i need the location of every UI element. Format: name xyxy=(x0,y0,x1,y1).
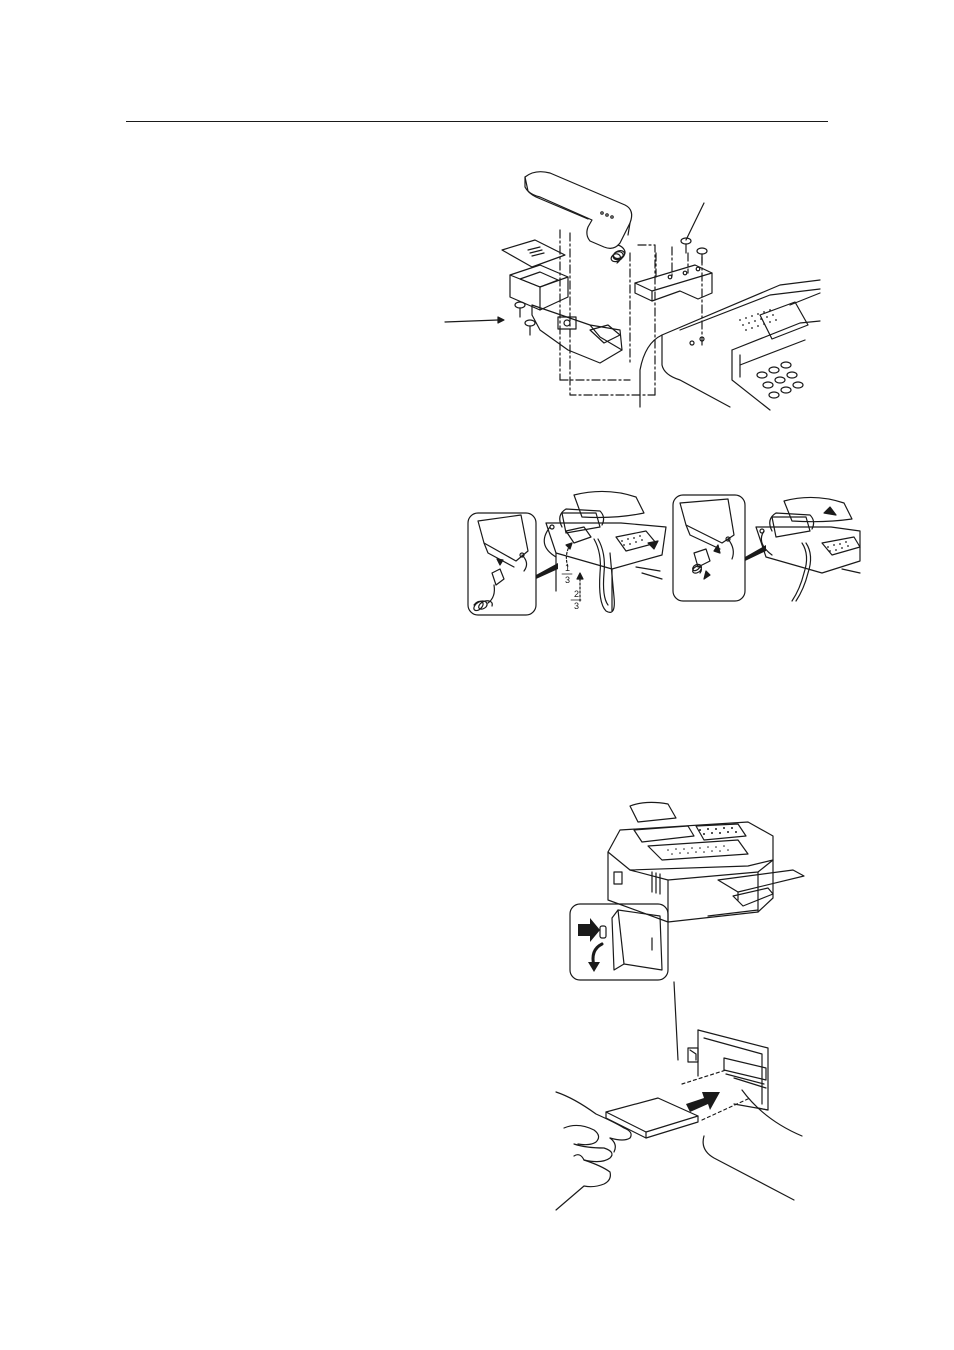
machine-edge-line-2 xyxy=(742,1090,802,1136)
svg-text:3: 3 xyxy=(565,575,570,585)
cord-machine-view-2 xyxy=(756,497,860,601)
handset-drawing xyxy=(525,172,632,263)
cord-machine-view-1 xyxy=(544,491,666,612)
svg-text:1: 1 xyxy=(565,563,570,573)
screw-right-2 xyxy=(697,248,707,263)
svg-text:2: 2 xyxy=(574,589,579,599)
cover-plate-drawing xyxy=(502,240,565,267)
svg-text:3: 3 xyxy=(574,601,579,611)
cradle-base-drawing xyxy=(510,265,622,363)
fax-side-cover-figure xyxy=(568,800,808,982)
insert-arrow xyxy=(686,1092,720,1112)
push-arrow xyxy=(578,918,600,942)
header-rule xyxy=(126,121,828,122)
leader-line-left xyxy=(445,320,498,322)
inset-pointer-1 xyxy=(536,563,558,579)
fraction-one-third: 1 3 xyxy=(562,563,572,585)
mounting-bracket-drawing xyxy=(635,265,712,301)
machine-edge-line xyxy=(703,1136,794,1200)
cord-inset-panel-1 xyxy=(468,513,536,615)
memory-card-drawing xyxy=(606,1098,698,1138)
screw-left-2 xyxy=(525,320,535,335)
side-cover-inset xyxy=(570,904,668,980)
hand-drawing xyxy=(556,1092,631,1210)
cord-inset-panel-2 xyxy=(673,495,745,601)
leader-arrow-left xyxy=(498,317,504,323)
guide-lines-left xyxy=(560,230,655,395)
fax-machine-corner-drawing xyxy=(640,280,820,410)
machine-side-panel xyxy=(674,982,768,1110)
leader-line-top xyxy=(686,203,704,240)
screw-left-1 xyxy=(515,302,525,317)
handset-assembly-figure xyxy=(440,165,820,415)
guide-lines-right xyxy=(656,247,702,345)
card-insertion-figure xyxy=(554,980,804,1210)
cord-routing-figure: 1 3 2 3 xyxy=(466,493,860,618)
